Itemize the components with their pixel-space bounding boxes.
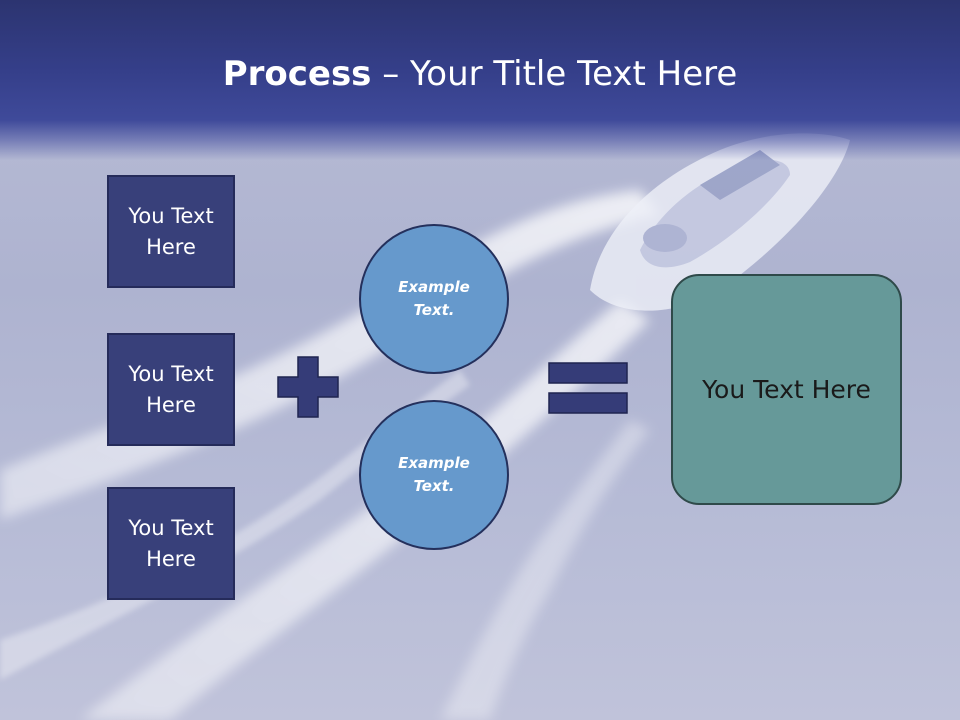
- input-box-2: You Text Here: [107, 333, 235, 446]
- result-box: You Text Here: [671, 274, 902, 505]
- page-title-bold: Process: [222, 54, 372, 94]
- plus-icon: [277, 356, 339, 418]
- equals-icon: [548, 362, 628, 414]
- example-circle-2-label: Example Text.: [398, 454, 470, 495]
- input-box-1-label: You Text Here: [128, 203, 214, 259]
- page-title: Process – Your Title Text Here: [0, 50, 960, 98]
- title-band: [0, 0, 960, 160]
- page-title-rest: – Your Title Text Here: [371, 54, 738, 94]
- input-box-1: You Text Here: [107, 175, 235, 288]
- example-circle-2: Example Text.: [359, 400, 509, 550]
- input-box-2-label: You Text Here: [128, 361, 214, 417]
- result-box-label: You Text Here: [702, 374, 871, 404]
- input-box-3-label: You Text Here: [128, 515, 214, 571]
- example-circle-1-label: Example Text.: [398, 278, 470, 319]
- input-box-3: You Text Here: [107, 487, 235, 600]
- example-circle-1: Example Text.: [359, 224, 509, 374]
